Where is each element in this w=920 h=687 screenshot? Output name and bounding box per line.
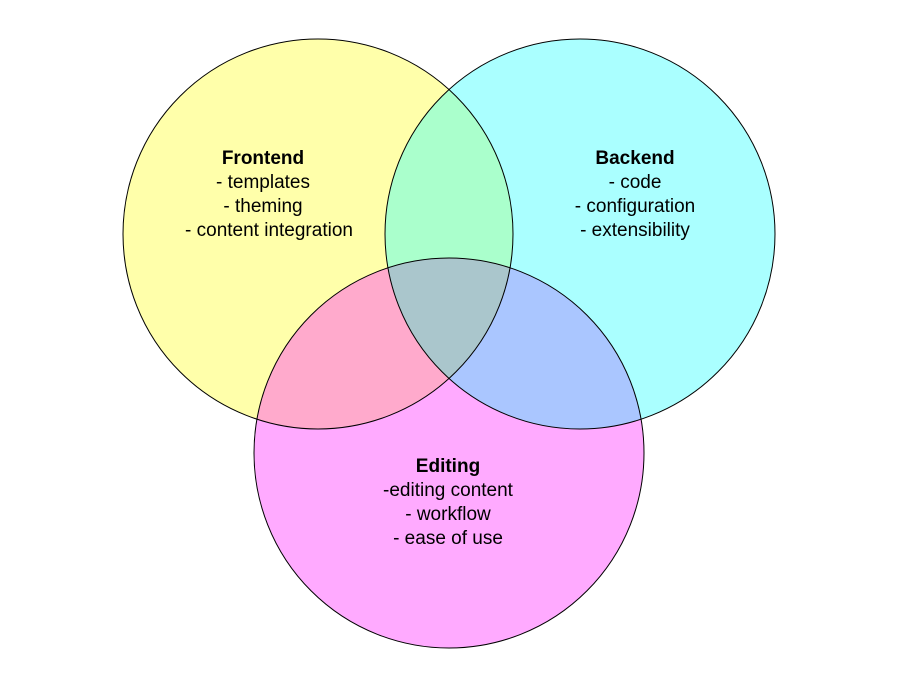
frontend-editing-overlap bbox=[254, 258, 513, 429]
backend-item-code: - code bbox=[609, 172, 662, 193]
backend-item-extensibility: - extensibility bbox=[580, 220, 690, 241]
frontend-item-theming: - theming bbox=[223, 196, 302, 217]
editing-outline bbox=[253, 257, 645, 649]
editing-title: Editing bbox=[416, 456, 480, 477]
frontend-label-group: Frontend - templates - theming - content… bbox=[185, 148, 353, 241]
backend-label-group: Backend - code - configuration - extensi… bbox=[575, 148, 695, 241]
backend-item-configuration: - configuration bbox=[575, 196, 695, 217]
backend-editing-overlap bbox=[385, 258, 644, 429]
editing-item-ease-of-use: - ease of use bbox=[393, 528, 503, 549]
frontend-outline bbox=[122, 38, 514, 430]
editing-item-workflow: - workflow bbox=[405, 504, 491, 525]
frontend-item-content-integration: - content integration bbox=[185, 220, 353, 241]
frontend-item-templates: - templates bbox=[216, 172, 310, 193]
editing-label-group: Editing -editing content - workflow - ea… bbox=[383, 456, 514, 549]
backend-title: Backend bbox=[595, 148, 674, 169]
frontend-title: Frontend bbox=[222, 148, 304, 169]
backend-outline bbox=[384, 38, 776, 430]
editing-item-editing-content: -editing content bbox=[383, 480, 514, 501]
